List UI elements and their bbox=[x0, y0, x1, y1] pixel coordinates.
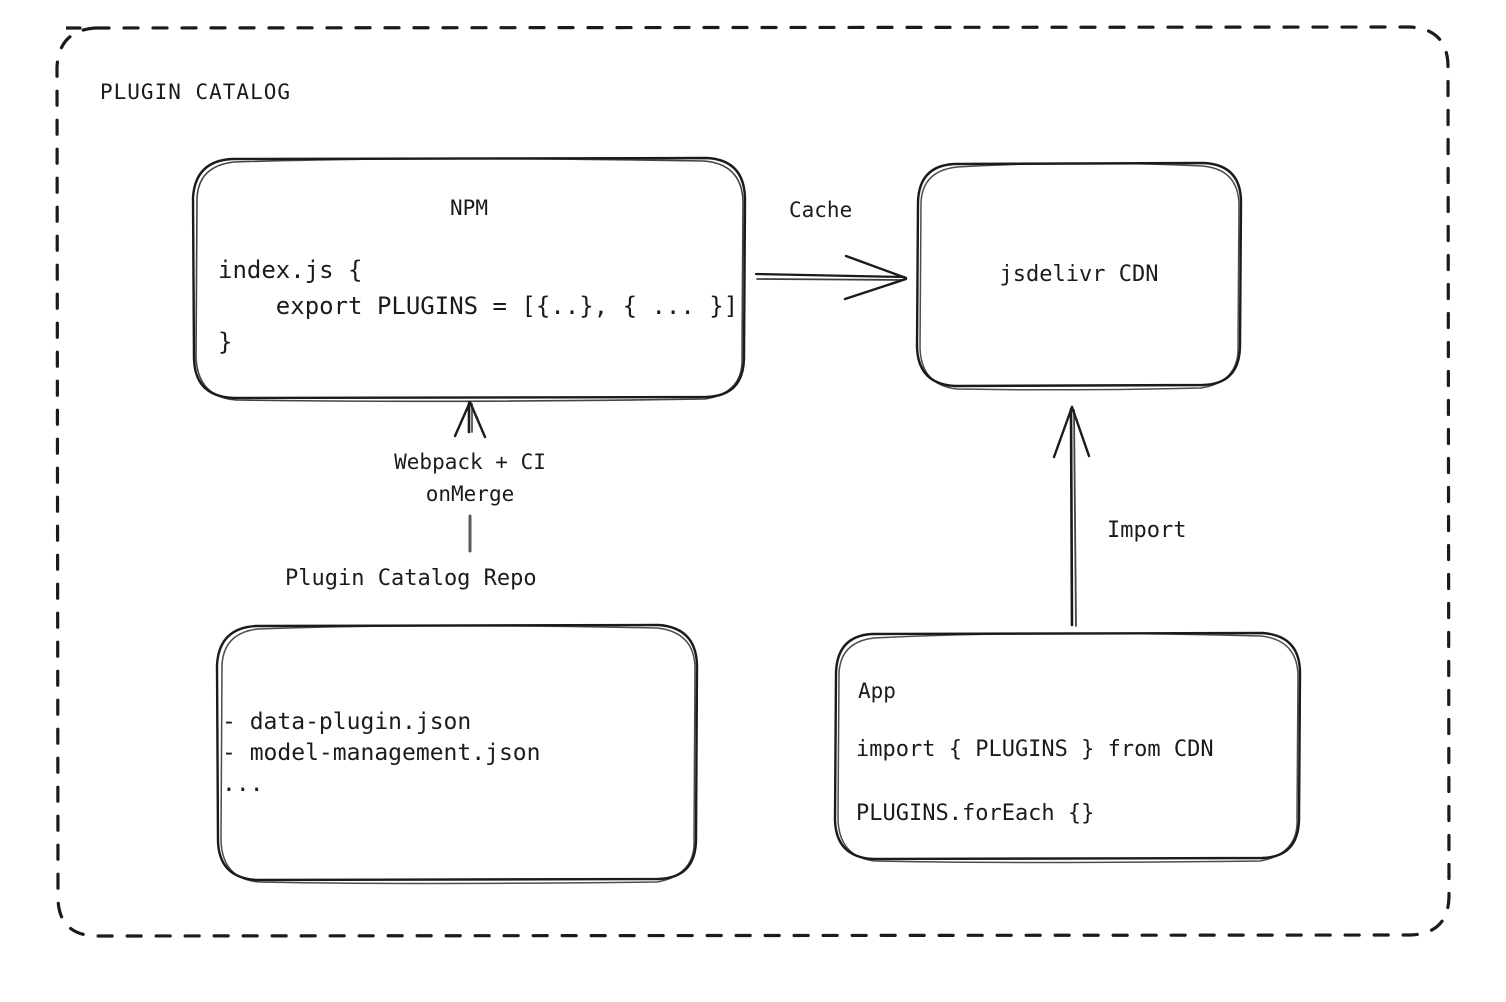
npm-node-title: NPM bbox=[450, 196, 488, 220]
app-node-foreach-line: PLUGINS.forEach {} bbox=[856, 801, 1095, 826]
frame-title: PLUGIN CATALOG bbox=[100, 80, 292, 104]
edge-import-arrow bbox=[1052, 405, 1091, 627]
edge-cache-label: Cache bbox=[789, 198, 853, 222]
outer-dashed-frame bbox=[55, 25, 1451, 938]
edge-webpack-label: Webpack + CI onMerge bbox=[394, 450, 546, 506]
npm-node-code: index.js { export PLUGINS = [{..}, { ...… bbox=[218, 256, 739, 356]
edge-import-label: Import bbox=[1107, 518, 1187, 543]
npm-node-shape bbox=[191, 156, 747, 403]
app-node-import-line: import { PLUGINS } from CDN bbox=[856, 737, 1214, 762]
edge-cache-arrow bbox=[754, 254, 908, 301]
repo-node-shape bbox=[215, 623, 699, 885]
app-node-shape bbox=[833, 631, 1302, 864]
repo-node-title: Plugin Catalog Repo bbox=[285, 566, 537, 591]
cdn-node-title: jsdelivr CDN bbox=[999, 262, 1159, 287]
edge-webpack-arrow bbox=[453, 400, 487, 553]
repo-node-files: - data-plugin.json - model-management.js… bbox=[222, 709, 541, 797]
app-node-title: App bbox=[858, 679, 896, 703]
cdn-node-shape bbox=[915, 161, 1243, 391]
